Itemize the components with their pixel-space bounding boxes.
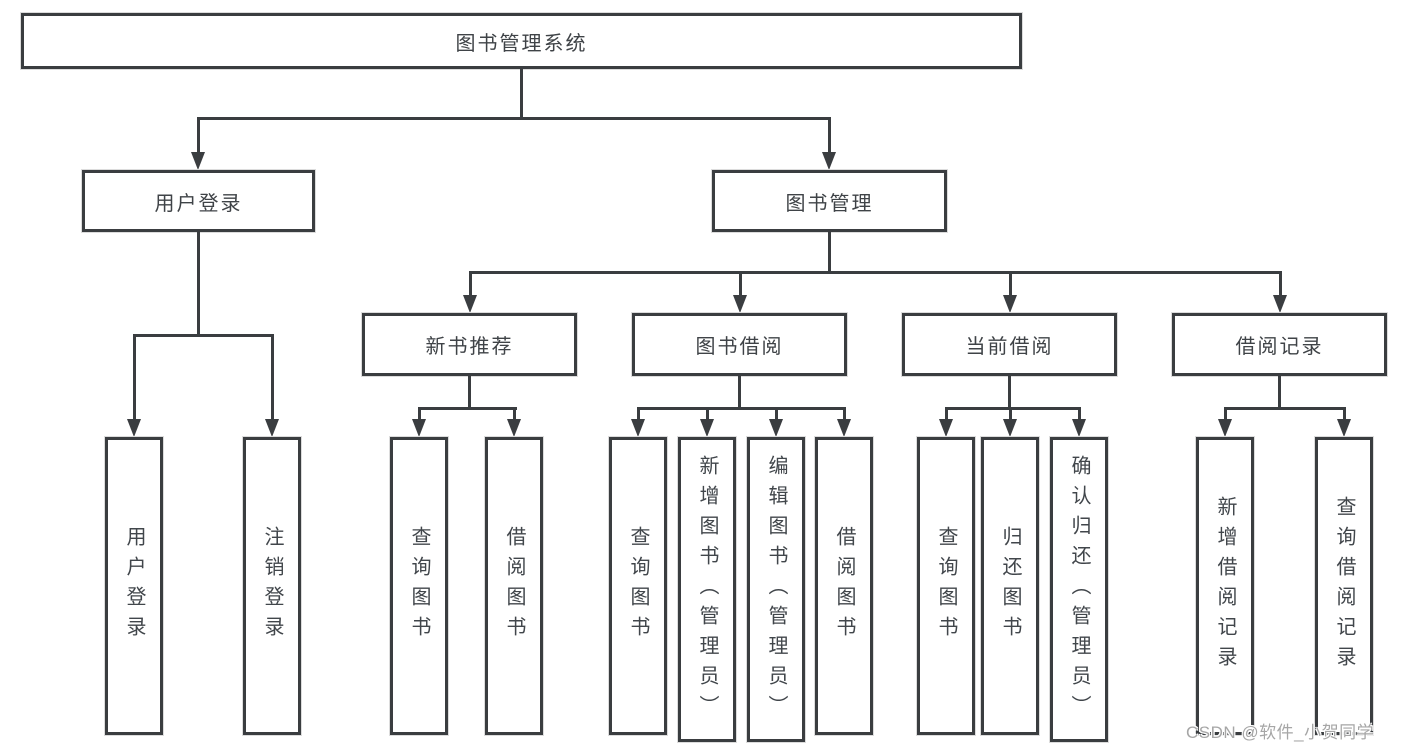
node-borrow-records: 借阅记录 [1172,313,1387,376]
leaf-label: 编辑图书（管理员） [765,454,787,725]
connector-vline [739,271,742,297]
connector-hline [637,407,846,410]
leaf-label: 借阅图书 [503,526,525,646]
leaf-add-books-admin: 新增图书（管理员） [678,437,736,742]
arrow-down-icon [463,295,477,313]
arrow-down-icon [700,419,714,437]
leaf-label: 用户登录 [123,526,145,646]
leaf-borrow-books: 借阅图书 [815,437,873,735]
connector-vline [1009,407,1012,421]
node-book-borrow: 图书借阅 [632,313,847,376]
arrow-down-icon [1072,419,1086,437]
arrow-down-icon [631,419,645,437]
connector-hline [133,334,274,337]
arrow-down-icon [769,419,783,437]
connector-vline [197,117,200,154]
arrow-down-icon [939,419,953,437]
leaf-label: 新增图书（管理员） [696,454,718,725]
leaf-label: 确认归还（管理员） [1068,454,1090,725]
connector-hline [197,117,831,120]
arrow-down-icon [191,152,205,170]
connector-vline [828,232,831,274]
arrow-down-icon [1273,295,1287,313]
connector-vline [1224,407,1227,421]
connector-vline [271,334,274,420]
node-new-book-recommend: 新书推荐 [362,313,577,376]
watermark: CSDN @软件_小贺同学 [1186,723,1375,742]
leaf-return-books: 归还图书 [981,437,1039,735]
connector-vline [706,407,709,421]
node-book-management: 图书管理 [712,170,947,232]
leaf-add-borrow-record: 新增借阅记录 [1196,437,1254,735]
connector-hline [418,407,517,410]
connector-vline [133,334,136,420]
connector-vline [1278,376,1281,410]
arrow-down-icon [507,419,521,437]
connector-vline [738,376,741,410]
connector-vline [469,271,472,297]
leaf-edit-books-admin: 编辑图书（管理员） [747,437,805,742]
connector-vline [1009,271,1012,297]
connector-vline [520,69,523,120]
arrow-down-icon [837,419,851,437]
node-root: 图书管理系统 [21,13,1022,69]
arrow-down-icon [265,419,279,437]
connector-hline [1224,407,1345,410]
arrow-down-icon [127,419,141,437]
leaf-user-login: 用户登录 [105,437,163,735]
arrow-down-icon [412,419,426,437]
connector-vline [1279,271,1282,297]
connector-vline [775,407,778,421]
connector-vline [468,376,471,410]
connector-vline [197,232,200,336]
leaf-confirm-return-admin: 确认归还（管理员） [1050,437,1108,742]
connector-hline [469,271,1282,274]
connector-vline [513,407,516,421]
connector-hline [945,407,1081,410]
arrow-down-icon [822,152,836,170]
leaf-label: 查询图书 [627,526,649,646]
leaf-label: 注销登录 [261,526,283,646]
arrow-down-icon [1003,295,1017,313]
leaf-label: 查询图书 [408,526,430,646]
leaf-query-books-current: 查询图书 [917,437,975,735]
leaf-borrow-books-recommend: 借阅图书 [485,437,543,735]
connector-vline [1078,407,1081,421]
connector-vline [843,407,846,421]
leaf-label: 查询借阅记录 [1333,496,1355,676]
leaf-query-books-borrow: 查询图书 [609,437,667,735]
connector-vline [1343,407,1346,421]
leaf-label: 借阅图书 [833,526,855,646]
connector-vline [418,407,421,421]
node-user-login: 用户登录 [82,170,315,232]
node-current-borrow: 当前借阅 [902,313,1117,376]
leaf-label: 查询图书 [935,526,957,646]
connector-vline [1008,376,1011,410]
connector-vline [945,407,948,421]
arrow-down-icon [1337,419,1351,437]
leaf-label: 归还图书 [999,526,1021,646]
leaf-logout: 注销登录 [243,437,301,735]
connector-vline [828,117,831,154]
connector-vline [637,407,640,421]
arrow-down-icon [1003,419,1017,437]
arrow-down-icon [733,295,747,313]
leaf-label: 新增借阅记录 [1214,496,1236,676]
leaf-query-borrow-record: 查询借阅记录 [1315,437,1373,735]
arrow-down-icon [1218,419,1232,437]
leaf-query-books-recommend: 查询图书 [390,437,448,735]
